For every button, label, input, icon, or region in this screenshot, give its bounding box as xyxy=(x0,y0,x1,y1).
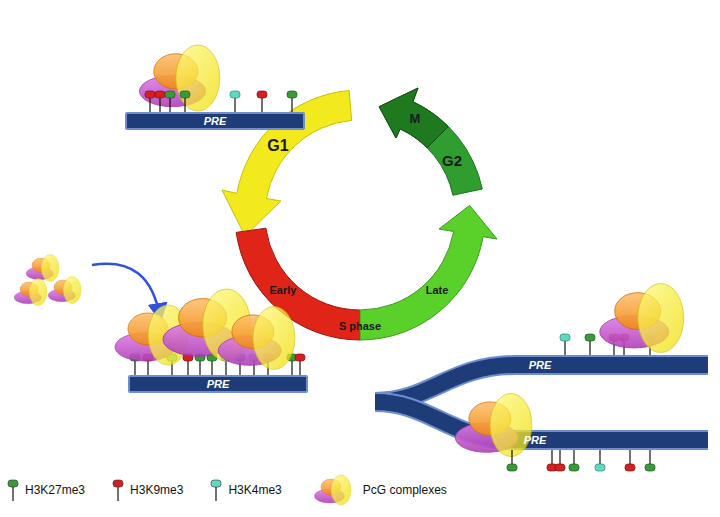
legend-text: H3K9me3 xyxy=(130,483,183,497)
legend-item: PcG complexes xyxy=(308,473,447,507)
legend-swatch xyxy=(209,478,223,502)
node-text: M xyxy=(410,111,421,126)
phase-label: S phase xyxy=(339,320,381,332)
pre-strand: PRE xyxy=(527,358,554,372)
legend-swatch xyxy=(308,473,358,507)
node-text: G1 xyxy=(267,137,288,155)
legend-text: H3K4me3 xyxy=(228,483,281,497)
phase-label: G1 xyxy=(265,136,290,156)
legend-text: PcG complexes xyxy=(363,483,447,497)
node-text: PRE xyxy=(207,378,230,390)
legend-item: H3K9me3 xyxy=(111,478,183,502)
legend-item: H3K4me3 xyxy=(209,478,281,502)
node-text: PRE xyxy=(524,434,547,446)
phase-label: Early xyxy=(268,283,299,297)
legend-swatch xyxy=(6,478,20,502)
pre-strand: PRE xyxy=(522,433,549,447)
pre-bar: PRE xyxy=(125,112,305,130)
legend-text: H3K27me3 xyxy=(25,483,85,497)
phase-label: G2 xyxy=(440,151,464,170)
node-text: PRE xyxy=(529,359,552,371)
legend-item: H3K27me3 xyxy=(6,478,85,502)
node-text: PRE xyxy=(204,115,227,127)
legend-swatch xyxy=(111,478,125,502)
phase-label: M xyxy=(408,110,423,127)
node-text: Late xyxy=(426,284,449,296)
pre-bar: PRE xyxy=(128,375,308,393)
node-text: Early xyxy=(270,284,297,296)
phase-label: Late xyxy=(424,283,451,297)
node-text: G2 xyxy=(442,152,462,169)
